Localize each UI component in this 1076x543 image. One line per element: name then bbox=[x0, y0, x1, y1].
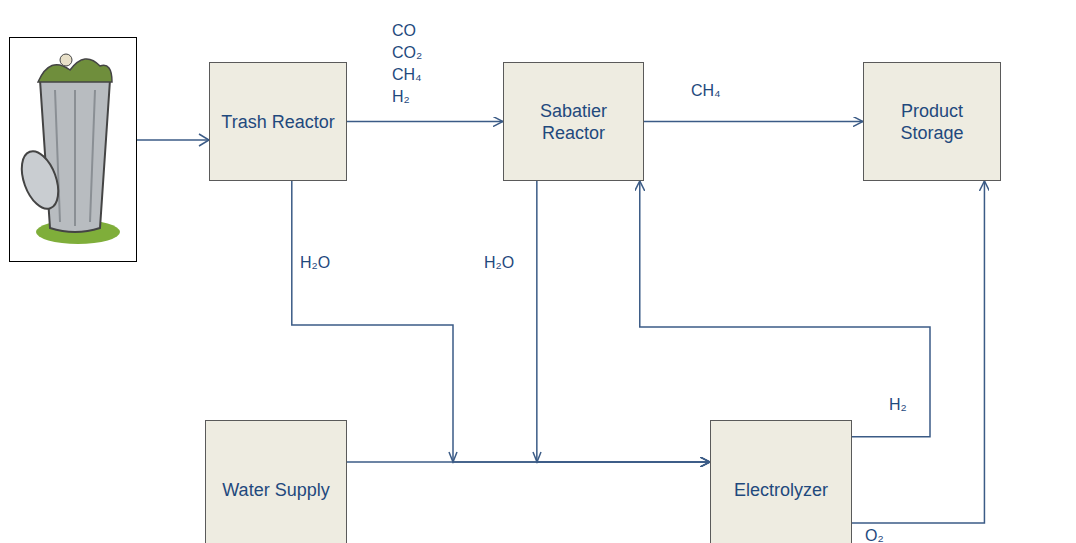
stream-label: H₂ bbox=[888, 394, 908, 416]
flow-arrow bbox=[644, 121, 863, 123]
can-lid bbox=[15, 146, 66, 213]
flow-arrow bbox=[537, 181, 710, 462]
stream-label: H₂O bbox=[299, 252, 331, 274]
can-ribs bbox=[55, 90, 95, 226]
flow-arrow bbox=[347, 461, 710, 463]
flow-arrow bbox=[347, 121, 503, 123]
flow-arrow bbox=[640, 181, 930, 437]
stream-label: O₂ bbox=[864, 525, 885, 543]
stream-label: H₂O bbox=[483, 252, 515, 274]
process-box: Trash Reactor bbox=[209, 62, 347, 181]
process-box: Sabatier Reactor bbox=[503, 62, 644, 181]
box-label: Trash Reactor bbox=[221, 111, 334, 133]
garbage bbox=[38, 59, 112, 82]
trash-can bbox=[40, 80, 110, 232]
stream-label: CH₄ bbox=[690, 80, 722, 102]
bone bbox=[60, 54, 72, 66]
process-box: Electrolyzer bbox=[710, 420, 852, 543]
box-label: Electrolyzer bbox=[734, 479, 828, 501]
flow-arrow bbox=[852, 181, 984, 523]
process-box: Product Storage bbox=[863, 62, 1001, 181]
box-label: Sabatier Reactor bbox=[524, 100, 624, 144]
picture-frame bbox=[10, 38, 137, 262]
box-label: Water Supply bbox=[222, 479, 329, 501]
stream-label: CO CO₂ CH₄ H₂ bbox=[391, 20, 423, 108]
box-label: Product Storage bbox=[882, 100, 982, 144]
process-box: Water Supply bbox=[205, 420, 347, 543]
feed-line bbox=[137, 139, 209, 141]
arrow-head bbox=[199, 134, 209, 146]
flow-arrow bbox=[292, 181, 710, 462]
